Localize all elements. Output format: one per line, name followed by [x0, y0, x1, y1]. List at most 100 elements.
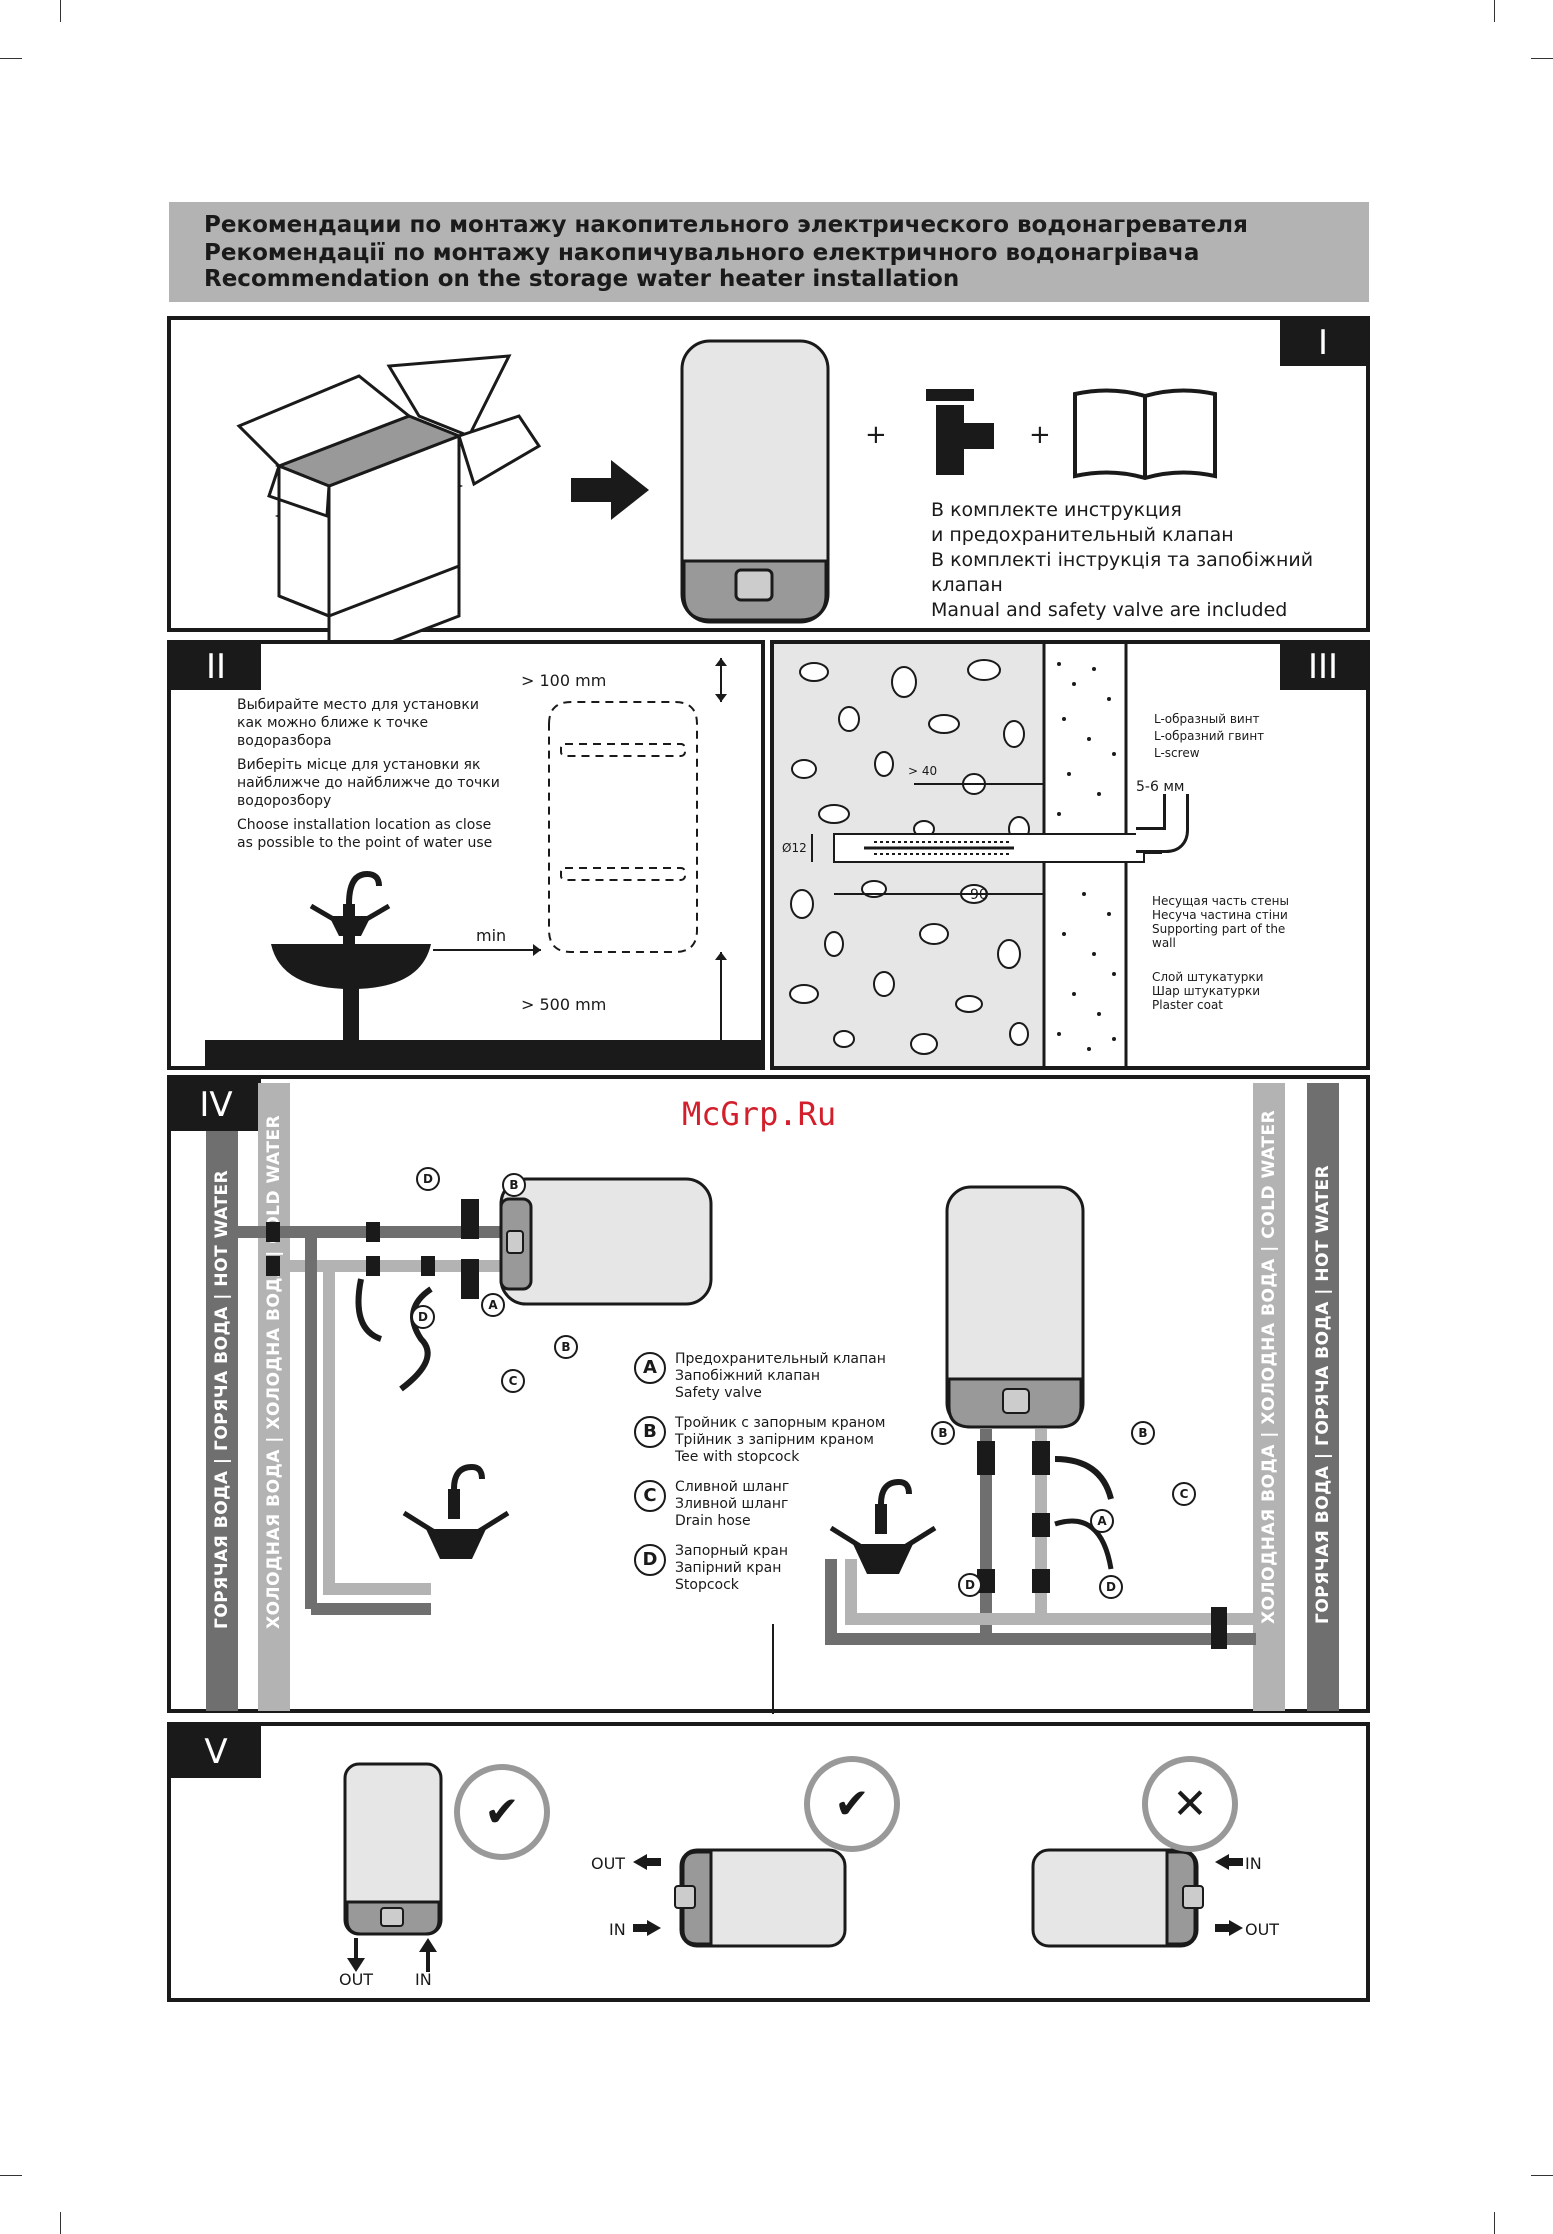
callout-b: B: [554, 1335, 578, 1359]
crop-mark: [1494, 0, 1495, 22]
instruction-line: Виберіть місце для установки як: [237, 757, 481, 773]
screw-label: L-образний гвинт: [1154, 729, 1265, 743]
l-screw-icon: [1136, 794, 1189, 853]
pipe-arrows: [633, 1854, 661, 1936]
callout-d: D: [416, 1167, 440, 1191]
section-tag: III: [1280, 644, 1366, 690]
legend-line: Stopcock: [675, 1577, 739, 1593]
wall-label: Несуча частина стіни: [1152, 908, 1288, 922]
included-line: В комплекті інструкція та запобіжний: [931, 549, 1314, 571]
arrow-right-icon: [571, 460, 649, 520]
crop-mark: [1531, 2175, 1553, 2176]
title-ua: Рекомендації по монтажу накопичувального…: [204, 240, 1200, 266]
section-4-panel: IV ГОРЯЧАЯ ВОДА | ГОРЯЧА ВОДА | HOT WATE…: [167, 1075, 1370, 1714]
hot-water-label: ГОРЯЧАЯ ВОДА | ГОРЯЧА ВОДА | HOT WATER: [212, 1169, 232, 1629]
legend-line: Запірний кран: [675, 1560, 782, 1576]
wall-label: Supporting part of the: [1152, 922, 1286, 936]
legend-line: Drain hose: [675, 1513, 751, 1529]
gap-label: 5-6 мм: [1136, 779, 1185, 795]
crop-mark: [1494, 2212, 1495, 2234]
title-en: Recommendation on the storage water heat…: [204, 266, 960, 292]
section-tag: II: [171, 644, 261, 690]
instruction-line: Choose installation location as close: [237, 817, 492, 833]
faucet-icon: [829, 1478, 937, 1574]
plaster-label: Шар штукатурки: [1152, 984, 1261, 998]
wall-label: wall: [1152, 936, 1176, 950]
check-icon: ✔: [804, 1756, 900, 1852]
legend-letter: C: [634, 1480, 666, 1512]
divider: [772, 1624, 774, 1714]
crop-mark: [0, 58, 22, 59]
plaster-label: Слой штукатурки: [1152, 970, 1264, 984]
out-label: OUT: [591, 1854, 626, 1873]
wall-label: Несущая часть стены: [1152, 894, 1290, 908]
wall-section-diagram: [774, 644, 1162, 1066]
in-label: IN: [1245, 1854, 1262, 1873]
cold-water-pipe: [258, 1083, 290, 1711]
crop-mark: [60, 0, 61, 22]
section-1-panel: I + + В комплекте инструкция и предохра: [167, 316, 1370, 669]
clearance-top-label: > 100 mm: [521, 671, 607, 690]
included-line: клапан: [931, 574, 1003, 596]
legend-line: Запорный кран: [675, 1543, 788, 1559]
legend-letter: B: [634, 1416, 666, 1448]
manual-book-icon: [1073, 388, 1217, 481]
instruction-line: Выбирайте место для установки: [237, 697, 479, 713]
callout-a: A: [1090, 1509, 1114, 1533]
section-tag: I: [1280, 320, 1366, 366]
horizontal-heater-icon: [674, 1848, 847, 1948]
callout-b: B: [931, 1421, 955, 1445]
safety-valve-icon: [926, 389, 994, 475]
crop-mark: [60, 2212, 61, 2234]
vertical-heater-icon: [343, 1762, 443, 1936]
out-label: OUT: [1245, 1920, 1280, 1939]
out-label: OUT: [339, 1970, 374, 1989]
legend-line: Запобіжний клапан: [675, 1368, 821, 1384]
open-box-icon: [236, 354, 542, 669]
section-tag: IV: [171, 1079, 261, 1131]
clearance-diagram: [548, 658, 727, 1042]
callout-c: C: [501, 1369, 525, 1393]
included-line: В комплекте инструкция: [931, 499, 1182, 521]
screw-label: L-образный винт: [1154, 712, 1260, 726]
watermark: McGrp.Ru: [682, 1095, 837, 1133]
legend-line: Tee with stopcock: [675, 1449, 800, 1465]
cross-icon: ✕: [1142, 1756, 1238, 1852]
screw-label: L-screw: [1154, 746, 1200, 760]
floor: [205, 1040, 765, 1070]
callout-b: B: [502, 1173, 526, 1197]
page-header: Рекомендации по монтажу накопительного э…: [169, 202, 1369, 302]
callout-d: D: [1099, 1575, 1123, 1599]
section-2-panel: II Выбирайте место для установки как мож…: [167, 640, 765, 1070]
section-tag: V: [171, 1726, 261, 1778]
legend-letter: A: [634, 1352, 666, 1384]
pipe-arrows: [1215, 1854, 1243, 1936]
hot-water-pipe: [1307, 1083, 1339, 1711]
check-icon: ✔: [454, 1764, 550, 1860]
callout-a: A: [481, 1293, 505, 1317]
plus-sign: +: [1029, 420, 1051, 450]
clearance-bottom-label: > 500 mm: [521, 995, 607, 1014]
in-label: IN: [415, 1970, 432, 1989]
instruction-line: as possible to the point of water use: [237, 835, 493, 851]
included-line: Manual and safety valve are included: [931, 599, 1288, 621]
vertical-heater-piping: [825, 1185, 1256, 1649]
instruction-line: как можно ближе к точке: [237, 715, 429, 731]
legend-line: Safety valve: [675, 1385, 762, 1401]
legend-line: Предохранительный клапан: [675, 1351, 886, 1367]
legend-letter: D: [634, 1544, 666, 1576]
legend-line: Зливной шланг: [675, 1496, 789, 1512]
dia-label: Ø12: [782, 841, 807, 855]
plaster-label: Plaster coat: [1152, 998, 1224, 1012]
water-heater-icon: [680, 339, 830, 624]
callout-d: D: [411, 1305, 435, 1329]
legend-line: Трійник з запірним краном: [675, 1432, 874, 1448]
dim-90: 90: [970, 887, 988, 903]
callout-b: B: [1131, 1421, 1155, 1445]
callout-d: D: [958, 1573, 982, 1597]
pipe-arrows: [347, 1938, 437, 1972]
horizontal-heater-piping: [231, 1177, 713, 1615]
cold-water-pipe: [1253, 1083, 1285, 1711]
crop-mark: [1531, 58, 1553, 59]
section-3-panel: III: [770, 640, 1370, 1070]
